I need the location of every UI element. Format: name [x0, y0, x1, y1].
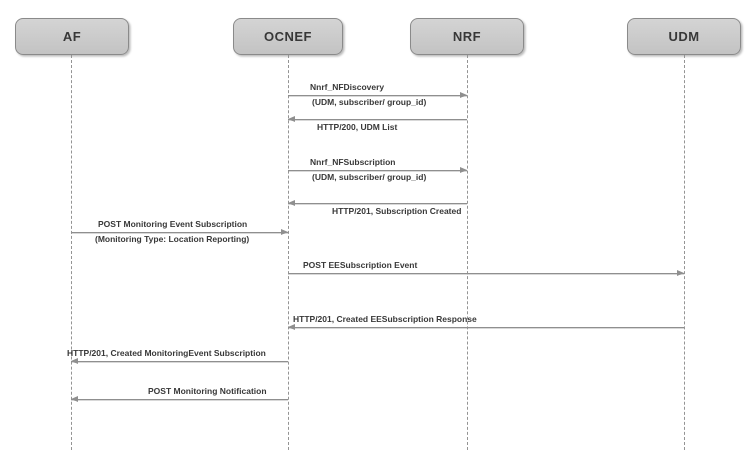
message-8-label: HTTP/201, Created MonitoringEvent Subscr…	[67, 348, 266, 358]
message-3-sublabel: (UDM, subscriber/ group_id)	[312, 172, 427, 182]
actor-label-nrf: NRF	[452, 29, 482, 44]
message-6-line	[288, 273, 684, 274]
actor-box-ocnef: OCNEF	[233, 18, 343, 55]
message-1-sublabel: (UDM, subscriber/ group_id)	[312, 97, 427, 107]
message-1-label: Nnrf_NFDiscovery	[310, 82, 385, 92]
message-4-line	[288, 203, 467, 204]
message-5-line	[71, 232, 288, 233]
lifeline-udm	[684, 55, 685, 450]
lifeline-af	[71, 55, 72, 450]
lifeline-ocnef	[288, 55, 289, 450]
message-8-arrowhead-icon	[71, 358, 78, 364]
message-9-label: POST Monitoring Notification	[148, 386, 267, 396]
message-5-sublabel: (Monitoring Type: Location Reporting)	[95, 234, 250, 244]
actor-label-udm: UDM	[668, 29, 700, 44]
actor-box-af: AF	[15, 18, 129, 55]
message-7-label: HTTP/201, Created EESubscription Respons…	[293, 314, 477, 324]
actor-box-udm: UDM	[627, 18, 741, 55]
message-5-label: POST Monitoring Event Subscription	[98, 219, 248, 229]
message-1-line	[288, 95, 467, 96]
lifeline-nrf	[467, 55, 468, 450]
message-3-line	[288, 170, 467, 171]
message-2-label: HTTP/200, UDM List	[317, 122, 398, 132]
message-7-line	[288, 327, 684, 328]
actor-label-ocnef: OCNEF	[264, 29, 312, 44]
message-9-line	[71, 399, 288, 400]
actor-label-af: AF	[62, 29, 82, 44]
message-4-arrowhead-icon	[288, 200, 295, 206]
message-6-label: POST EESubscription Event	[303, 260, 418, 270]
message-9-arrowhead-icon	[71, 396, 78, 402]
message-4-label: HTTP/201, Subscription Created	[332, 206, 462, 216]
message-2-arrowhead-icon	[288, 116, 295, 122]
message-2-line	[288, 119, 467, 120]
message-3-label: Nnrf_NFSubscription	[310, 157, 396, 167]
message-3-arrowhead-icon	[460, 167, 467, 173]
message-1-arrowhead-icon	[460, 92, 467, 98]
message-7-arrowhead-icon	[288, 324, 295, 330]
message-8-line	[71, 361, 288, 362]
message-5-arrowhead-icon	[281, 229, 288, 235]
actor-box-nrf: NRF	[410, 18, 524, 55]
message-6-arrowhead-icon	[677, 270, 684, 276]
